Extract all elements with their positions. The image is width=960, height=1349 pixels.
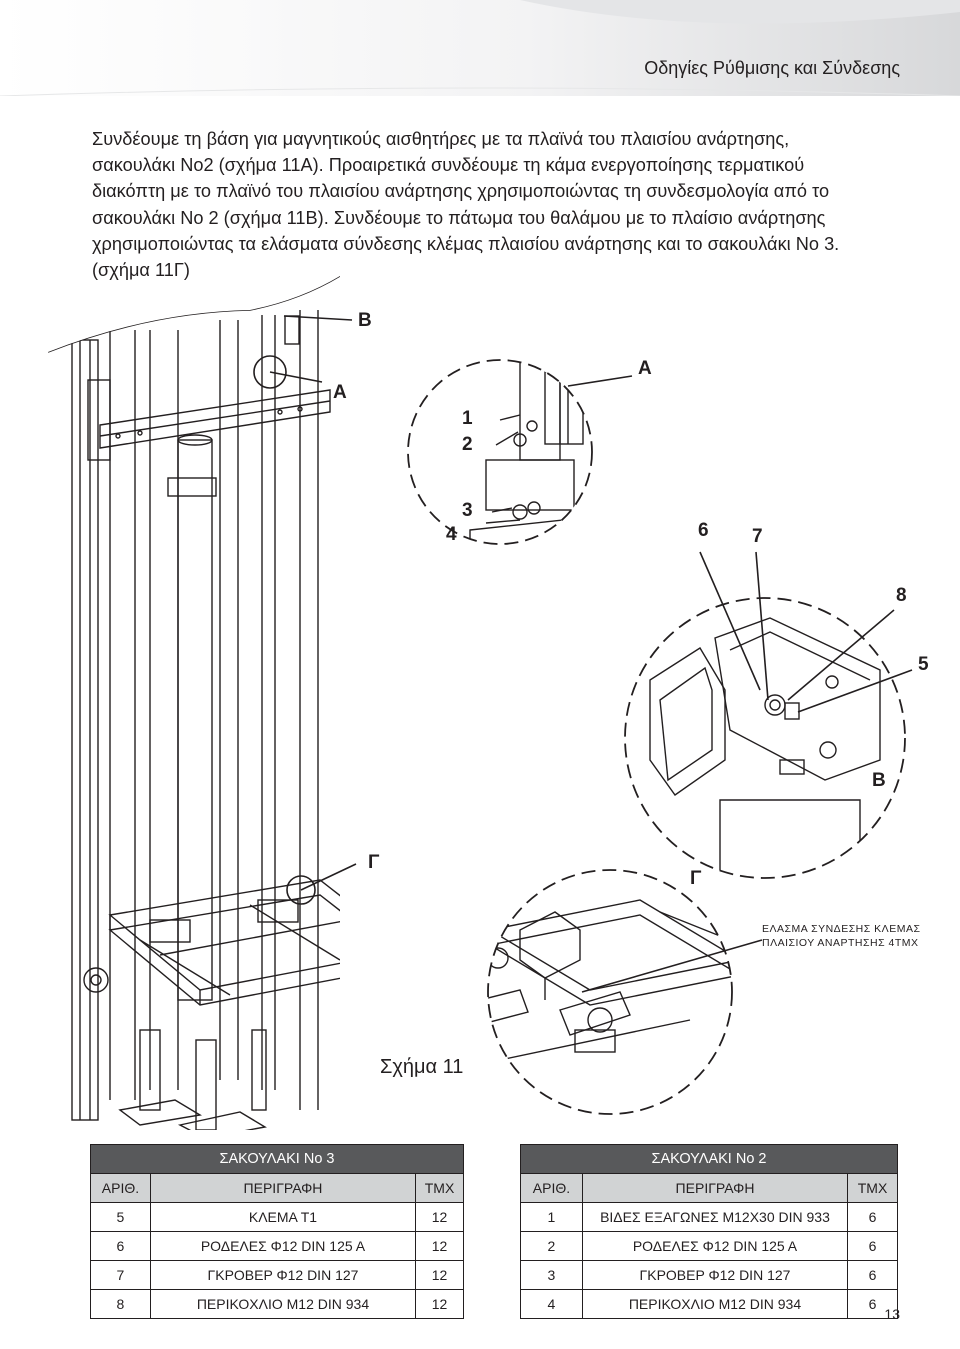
- parts-table-bag-2: ΣΑΚΟΥΛΑΚΙ Νο 2 ΑΡΙΘ. ΠΕΡΙΓΡΑΦΗ ΤΜΧ 1 ΒΙΔ…: [520, 1144, 898, 1319]
- table-row: 3 ΓΚΡΟΒΕΡ Φ12 DIN 127 6: [520, 1260, 898, 1290]
- table-row: 4 ΠΕΡΙΚΟΧΛΙΟ Μ12 DIN 934 6: [520, 1289, 898, 1319]
- row-description: ΠΕΡΙΚΟΧΛΙΟ Μ12 DIN 934: [581, 1289, 849, 1319]
- row-number: 3: [520, 1260, 583, 1290]
- label-g-detail: Γ: [690, 868, 702, 889]
- intro-line: διακόπτη με το πλαϊνό του πλαισίου ανάρτ…: [92, 181, 830, 202]
- row-description: ΠΕΡΙΚΟΧΛΙΟ Μ12 DIN 934: [149, 1289, 417, 1319]
- intro-line: σακουλάκι Νο 2 (σχήμα 11Β). Συνδέουμε το…: [92, 207, 826, 228]
- label-2: 2: [462, 434, 473, 455]
- table-title: ΣΑΚΟΥΛΑΚΙ Νο 2: [520, 1144, 898, 1174]
- row-number: 4: [520, 1289, 583, 1319]
- label-3: 3: [462, 500, 473, 521]
- note-line: ΠΛΑΙΣΙΟΥ ΑΝΑΡΤΗΣΗΣ 4ΤΜΧ: [762, 937, 919, 949]
- header-title: Οδηγίες Ρύθμισης και Σύνδεσης: [644, 58, 900, 78]
- label-a-main: Α: [333, 382, 347, 403]
- label-5: 5: [918, 654, 929, 675]
- page-number: 13: [884, 1306, 900, 1322]
- col-header-number: ΑΡΙΘ.: [520, 1173, 583, 1203]
- row-quantity: 12: [415, 1260, 464, 1290]
- table-row: 6 ΡΟΔΕΛΕΣ Φ12 DIN 125 A 12: [90, 1231, 464, 1261]
- row-number: 2: [520, 1231, 583, 1261]
- row-quantity: 6: [847, 1231, 898, 1261]
- row-number: 7: [90, 1260, 151, 1290]
- row-number: 5: [90, 1202, 151, 1232]
- col-header-quantity: ΤΜΧ: [415, 1173, 464, 1203]
- intro-line: σακουλάκι Νο2 (σχήμα 11Α). Προαιρετικά σ…: [92, 155, 805, 176]
- row-description: ΓΚΡΟΒΕΡ Φ12 DIN 127: [149, 1260, 417, 1290]
- detail-a: [407, 359, 633, 545]
- table-row: 2 ΡΟΔΕΛΕΣ Φ12 DIN 125 A 6: [520, 1231, 898, 1261]
- intro-line: χρησιμοποιώντας τα ελάσματα σύνδεσης κλέ…: [92, 233, 840, 254]
- main-elevation: [48, 276, 340, 1130]
- leader-lines: [269, 315, 357, 891]
- figure-caption: Σχήμα 11: [380, 1056, 464, 1078]
- table-row: 8 ΠΕΡΙΚΟΧΛΙΟ Μ12 DIN 934 12: [90, 1289, 464, 1319]
- row-number: 1: [520, 1202, 583, 1232]
- row-description: ΡΟΔΕΛΕΣ Φ12 DIN 125 A: [581, 1231, 849, 1261]
- label-a-detail: Α: [638, 358, 652, 379]
- detail-g: [487, 869, 763, 1115]
- table-row: 1 ΒΙΔΕΣ ΕΞΑΓΩΝΕΣ Μ12Χ30 DIN 933 6: [520, 1202, 898, 1232]
- table-row: 7 ΓΚΡΟΒΕΡ Φ12 DIN 127 12: [90, 1260, 464, 1290]
- row-description: ΒΙΔΕΣ ΕΞΑΓΩΝΕΣ Μ12Χ30 DIN 933: [581, 1202, 849, 1232]
- label-g-main: Γ: [368, 852, 380, 873]
- label-8: 8: [896, 585, 907, 606]
- label-6: 6: [698, 520, 709, 541]
- row-quantity: 6: [847, 1202, 898, 1232]
- col-header-description: ΠΕΡΙΓΡΑΦΗ: [149, 1173, 417, 1203]
- table-row: 5 ΚΛΕΜΑ Τ1 12: [90, 1202, 464, 1232]
- col-header-quantity: ΤΜΧ: [847, 1173, 898, 1203]
- col-header-description: ΠΕΡΙΓΡΑΦΗ: [581, 1173, 849, 1203]
- intro-line: Συνδέουμε τη βάση για μαγνητικούς αισθητ…: [92, 129, 790, 149]
- parts-table-bag-3: ΣΑΚΟΥΛΑΚΙ Νο 3 ΑΡΙΘ. ΠΕΡΙΓΡΑΦΗ ΤΜΧ 5 ΚΛΕ…: [90, 1144, 464, 1319]
- row-quantity: 6: [847, 1289, 898, 1319]
- row-quantity: 6: [847, 1260, 898, 1290]
- intro-paragraph: Συνδέουμε τη βάση για μαγνητικούς αισθητ…: [92, 126, 912, 283]
- label-7: 7: [752, 526, 763, 547]
- row-description: ΚΛΕΜΑ Τ1: [149, 1202, 417, 1232]
- label-1: 1: [462, 408, 473, 429]
- table-title: ΣΑΚΟΥΛΑΚΙ Νο 3: [90, 1144, 464, 1174]
- detail-b: [624, 551, 913, 879]
- row-number: 8: [90, 1289, 151, 1319]
- row-quantity: 12: [415, 1231, 464, 1261]
- header-band: [0, 0, 960, 96]
- label-4: 4: [446, 524, 457, 545]
- label-b-detail: Β: [872, 770, 886, 791]
- row-description: ΓΚΡΟΒΕΡ Φ12 DIN 127: [581, 1260, 849, 1290]
- plate-note: ΕΛΑΣΜΑ ΣΥΝΔΕΣΗΣ ΚΛΕΜΑΣ ΠΛΑΙΣΙΟΥ ΑΝΑΡΤΗΣΗ…: [762, 922, 920, 950]
- label-b-main: Β: [358, 310, 372, 331]
- intro-line: (σχήμα 11Γ): [92, 260, 190, 281]
- col-header-number: ΑΡΙΘ.: [90, 1173, 151, 1203]
- note-line: ΕΛΑΣΜΑ ΣΥΝΔΕΣΗΣ ΚΛΕΜΑΣ: [762, 923, 921, 935]
- row-quantity: 12: [415, 1289, 464, 1319]
- row-description: ΡΟΔΕΛΕΣ Φ12 DIN 125 A: [149, 1231, 417, 1261]
- row-number: 6: [90, 1231, 151, 1261]
- row-quantity: 12: [415, 1202, 464, 1232]
